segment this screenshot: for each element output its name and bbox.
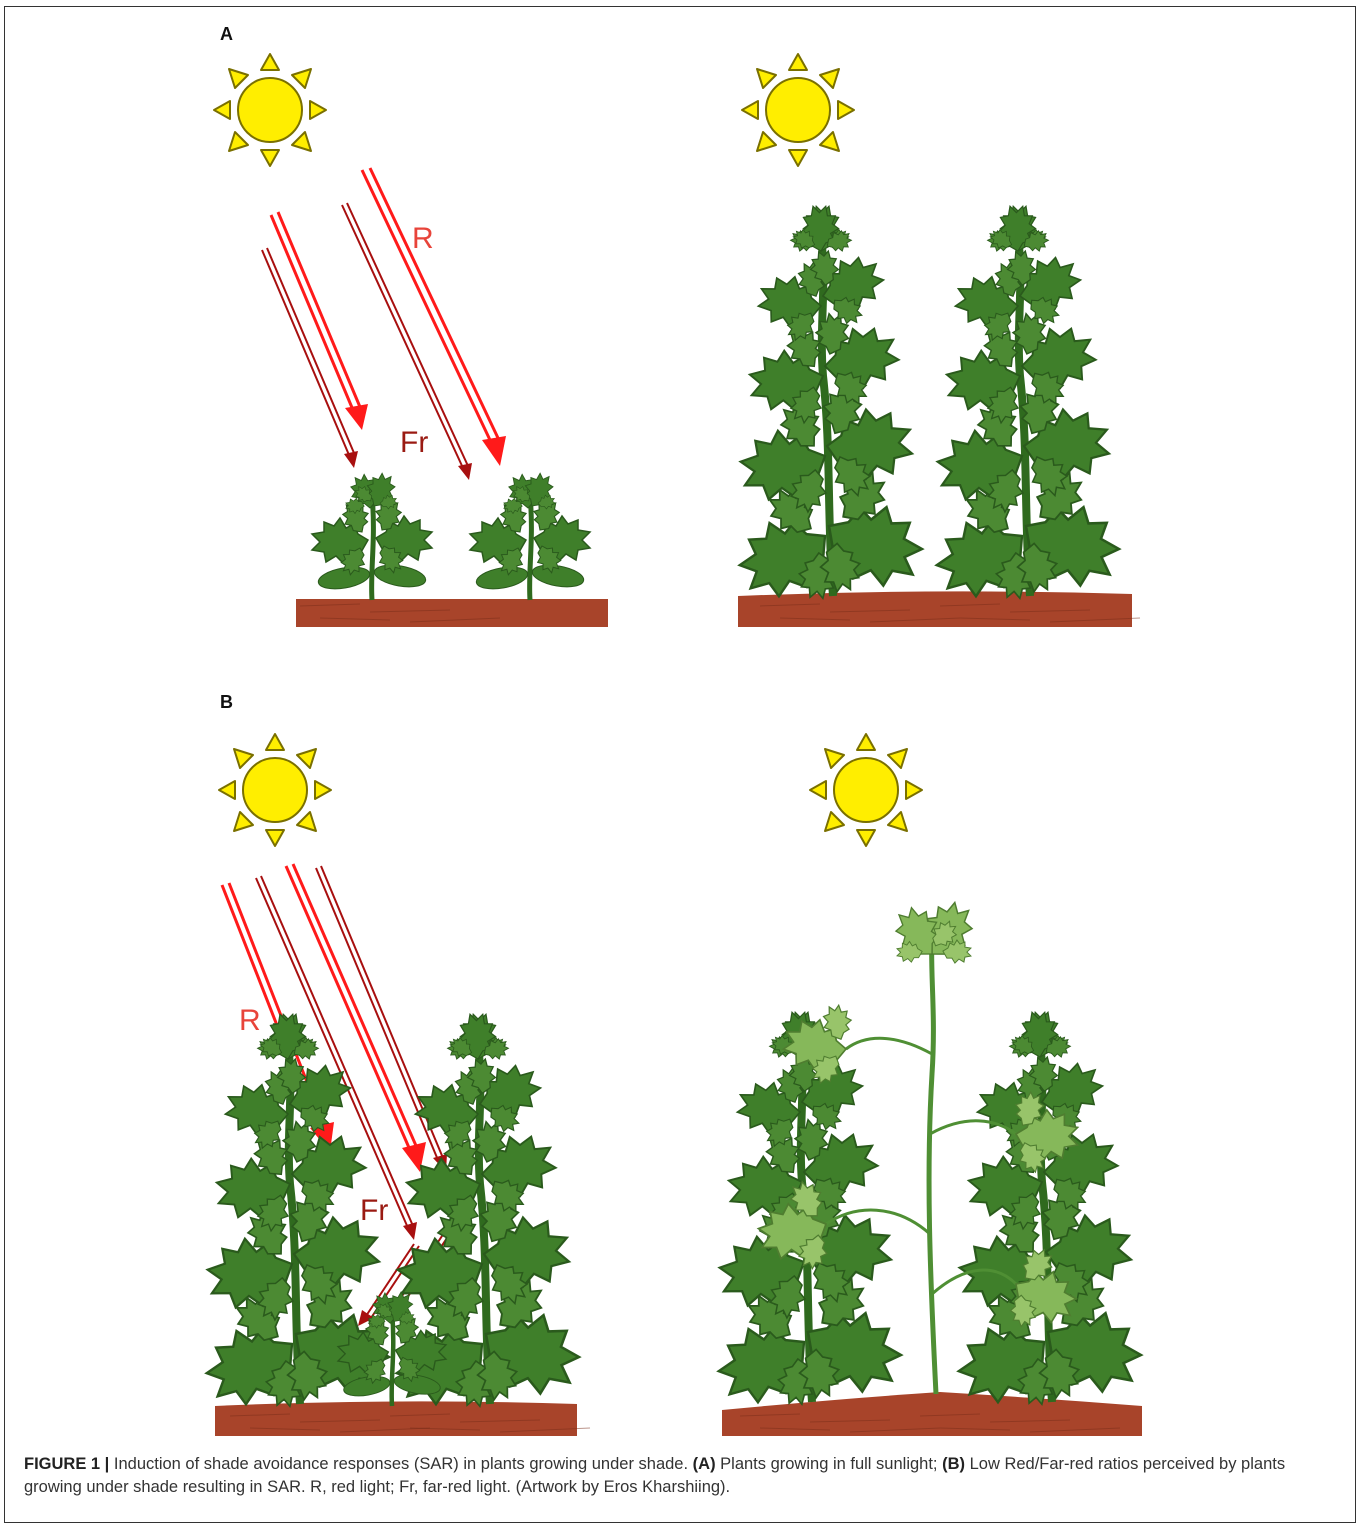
plant xyxy=(935,1012,1161,1435)
figure-caption: FIGURE 1 | Induction of shade avoidance … xyxy=(24,1453,1334,1499)
sun-icon xyxy=(810,734,922,846)
caption-panel-b-ref: (B) xyxy=(942,1455,965,1473)
soil xyxy=(738,591,1132,627)
red-light-label: R xyxy=(412,222,434,255)
caption-text: Induction of shade avoidance responses (… xyxy=(109,1455,692,1473)
seedling xyxy=(312,466,432,600)
sun-icon xyxy=(742,54,854,166)
sun-icon xyxy=(219,734,331,846)
sun-icon xyxy=(214,54,326,166)
red-light-label: R xyxy=(239,1004,261,1037)
far-red-light-arrowhead xyxy=(344,451,358,468)
caption-panel-a-ref: (A) xyxy=(693,1455,716,1473)
far-red-light-label: Fr xyxy=(360,1194,388,1227)
plant xyxy=(913,206,1139,629)
red-light-arrowhead xyxy=(345,404,368,430)
red-light-arrowhead xyxy=(482,436,506,466)
illustration: R Fr R Fr xyxy=(0,0,1360,1450)
plant xyxy=(716,206,942,629)
far-red-light-arrowhead xyxy=(458,463,472,480)
caption-text: Plants growing in full sunlight; xyxy=(716,1455,943,1473)
far-red-light-arrowhead xyxy=(403,1222,417,1240)
seedling xyxy=(470,466,590,600)
far-red-light-label: Fr xyxy=(400,426,428,459)
soil xyxy=(296,599,608,627)
far-red-light-ray xyxy=(262,203,468,468)
figure-label: FIGURE 1 | xyxy=(24,1455,109,1473)
red-light-ray xyxy=(271,168,498,440)
